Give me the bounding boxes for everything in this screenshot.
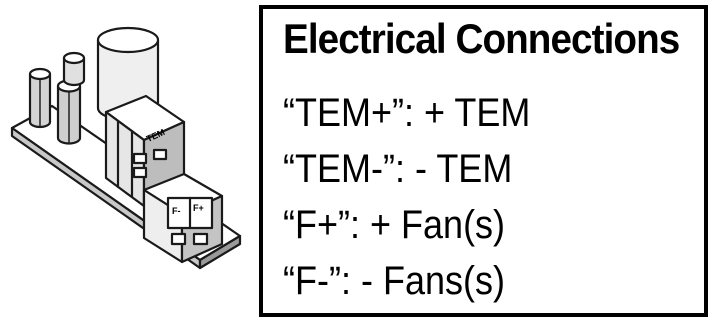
fan-terminal-block: F+ F-	[142, 172, 224, 264]
terminal-description: + TEM	[424, 91, 531, 135]
terminal-name: “F+”	[283, 203, 350, 247]
separator: :	[349, 203, 371, 247]
terminal-description: + Fan(s)	[370, 203, 506, 247]
fan-plus-label: F+	[193, 203, 204, 213]
small-capacitor	[56, 79, 82, 145]
connection-item-tem-minus: “TEM-”: - TEM	[283, 147, 530, 203]
terminal-name: “F-”	[283, 259, 341, 303]
panel-title: Electrical Connections	[283, 15, 680, 62]
small-capacitor	[62, 51, 86, 87]
terminal-screw	[192, 232, 209, 246]
circuit-board-illustration: TEM F+ F-	[10, 26, 242, 270]
terminal-screw	[152, 148, 168, 161]
fan-minus-label: F-	[172, 206, 181, 216]
terminal-description: - TEM	[414, 147, 513, 191]
terminal-name: “TEM-”	[283, 147, 395, 191]
connection-item-fan-minus: “F-”: - Fans(s)	[283, 259, 530, 315]
terminal-name: “TEM+”	[283, 91, 404, 135]
small-capacitor	[28, 67, 52, 129]
separator: :	[403, 91, 425, 135]
terminal-screw	[170, 232, 187, 246]
terminal-screw	[132, 152, 148, 165]
terminal-description: - Fans(s)	[360, 259, 505, 303]
separator: :	[394, 147, 415, 191]
electrical-connections-panel: Electrical Connections “TEM+”: + TEM “TE…	[259, 5, 708, 317]
connection-list: “TEM+”: + TEM “TEM-”: - TEM “F+”: + Fan(…	[283, 91, 558, 315]
connection-item-tem-plus: “TEM+”: + TEM	[283, 91, 530, 147]
terminal-screw	[132, 166, 148, 179]
connection-item-fan-plus: “F+”: + Fan(s)	[283, 203, 530, 259]
separator: :	[340, 259, 361, 303]
